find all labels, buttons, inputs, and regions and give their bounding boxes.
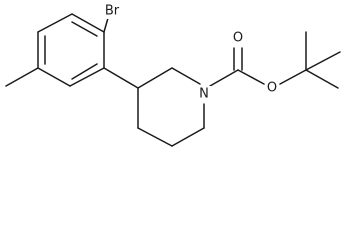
benzene-ring [37, 13, 105, 87]
piperidine-bond-c2-n1 [171, 67, 201, 85]
bond-ester-oxygen-to-quaternary-carbon [279, 69, 307, 85]
label-carbonyl-oxygen: O [231, 30, 245, 46]
bond-carbonyl-to-ester-oxygen [237, 69, 265, 85]
bond-tert-butyl-methyl-down [305, 69, 339, 89]
chemical-structure-diagram: Br N O O [5, 3, 341, 147]
bond-nitrogen-to-carbonyl [209, 69, 239, 87]
ring-bond-c4-c5 [37, 67, 71, 87]
piperidine-ring [137, 67, 205, 147]
bond-ring-to-bromine [103, 17, 109, 33]
ring-bond-c1-c2 [71, 13, 105, 33]
ester-oxygen-atom-label: O [267, 81, 277, 96]
label-bromine: Br [101, 3, 123, 19]
label-nitrogen: N [197, 86, 211, 102]
piperidine-bond-c6-c5 [171, 127, 205, 147]
ring-double-bond-inner-1 [71, 21, 98, 37]
bond-tert-butyl-methyl-right [305, 51, 341, 71]
boc-group [209, 31, 341, 89]
ring-double-bond-inner-3 [71, 63, 98, 80]
ring-bond-c5-c6 [69, 67, 105, 87]
nitrogen-atom-label: N [199, 87, 209, 102]
ring-bond-c2-c3 [37, 13, 73, 33]
bond-ring-to-methyl [5, 67, 39, 87]
bond-ring-to-piperidine [103, 67, 139, 89]
label-ester-oxygen: O [265, 80, 279, 96]
piperidine-bond-c5-c4 [137, 127, 173, 147]
bromine-atom-label: Br [105, 4, 120, 19]
carbonyl-oxygen-atom-label: O [233, 31, 243, 46]
piperidine-bond-c3-c2 [137, 67, 173, 89]
